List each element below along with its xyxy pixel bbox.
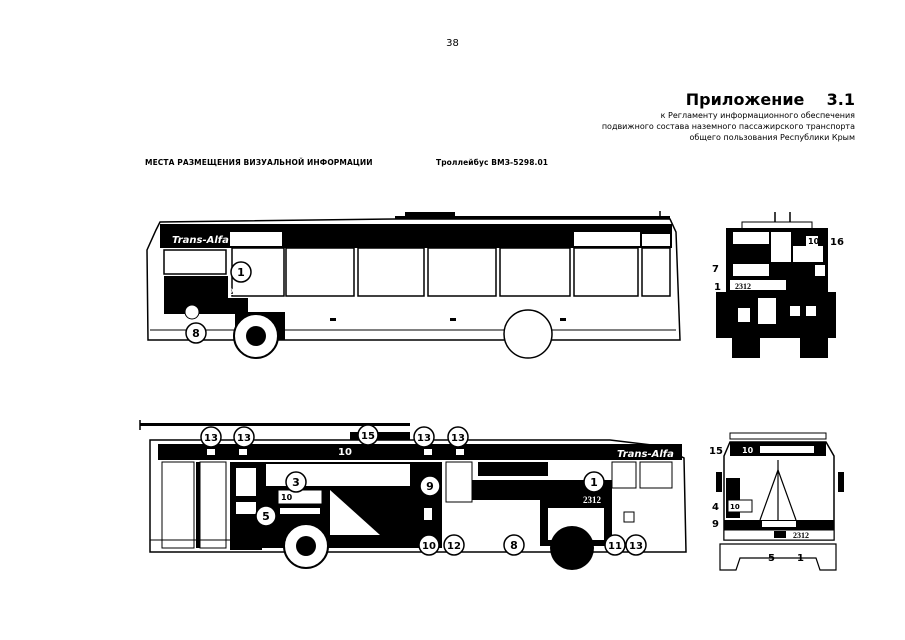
svg-text:11: 11 xyxy=(608,541,622,552)
marker-15: 15 xyxy=(709,446,723,457)
section-label-placement: МЕСТА РАЗМЕЩЕНИЯ ВИЗУАЛЬНОЙ ИНФОРМАЦИИ xyxy=(145,158,373,167)
right-brand-logo-text: Trans-Alfa xyxy=(617,449,674,460)
bus-front-view-upper: 2312 10 xyxy=(716,212,836,358)
right-fleet-number: 2312 xyxy=(583,495,602,505)
bus-front-view-lower: 10 10 2312 xyxy=(716,432,844,571)
marker-10: 10 xyxy=(418,534,440,556)
marker-3: 3 xyxy=(285,471,307,493)
marker-11: 11 xyxy=(604,534,626,556)
marker-13: 13 xyxy=(200,426,222,448)
svg-text:8: 8 xyxy=(510,539,518,552)
marker-9: 9 xyxy=(419,475,441,497)
svg-text:13: 13 xyxy=(629,541,643,552)
front-lower-fleet-number: 2312 xyxy=(793,531,809,540)
marker-4: 4 xyxy=(712,502,719,513)
brand-logo-text: Trans-Alfa xyxy=(172,235,229,246)
section-label-model: Троллейбус ВМЗ-5298.01 xyxy=(436,158,549,167)
svg-text:1: 1 xyxy=(237,266,245,279)
marker-15: 15 xyxy=(357,424,379,446)
marker-8: 8 xyxy=(185,322,207,344)
fleet-number: 2312 xyxy=(229,287,248,297)
marker-9: 9 xyxy=(712,519,719,530)
marker-5: 5 xyxy=(768,553,775,564)
svg-text:13: 13 xyxy=(451,433,465,444)
marker-13: 13 xyxy=(447,426,469,448)
svg-text:10: 10 xyxy=(422,541,436,552)
svg-text:13: 13 xyxy=(204,433,218,444)
bus-right-side-view: 10 10 Trans-Alfa 2312 xyxy=(139,420,687,570)
marker-8: 8 xyxy=(503,534,525,556)
svg-text:5: 5 xyxy=(262,510,270,523)
marker-group-front-lower: 15 4 9 5 1 xyxy=(709,446,804,564)
marker-1: 1 xyxy=(714,282,721,293)
svg-text:15: 15 xyxy=(361,431,375,442)
svg-text:8: 8 xyxy=(192,327,200,340)
marker-13: 13 xyxy=(413,426,435,448)
marker-13: 13 xyxy=(233,426,255,448)
bus-left-side-view: Trans-Alfa 2312 xyxy=(146,211,681,359)
appendix-subtitle: к Регламенту информационного обеспечения… xyxy=(495,110,855,143)
marker-group-right: 13 13 15 13 13 3 9 1 xyxy=(200,424,647,556)
side-route-number: 10 xyxy=(281,493,293,502)
marker-7: 7 xyxy=(712,264,719,275)
appendix-subtitle-line: общего пользования Республики Крым xyxy=(689,133,855,142)
front-route-number: 10 xyxy=(808,237,820,246)
svg-text:12: 12 xyxy=(447,541,461,552)
appendix-subtitle-line: подвижного состава наземного пассажирско… xyxy=(601,122,855,131)
page-number: 38 xyxy=(446,38,459,49)
top-route-number: 10 xyxy=(338,447,352,458)
marker-5: 5 xyxy=(255,505,277,527)
marker-1: 1 xyxy=(797,553,804,564)
marker-1: 1 xyxy=(583,471,605,493)
svg-text:1: 1 xyxy=(590,476,598,489)
appendix-title: Приложение 3.1 xyxy=(685,90,855,109)
appendix-subtitle-line: к Регламенту информационного обеспечения xyxy=(660,111,855,120)
marker-13: 13 xyxy=(625,534,647,556)
marker-1: 1 xyxy=(230,261,252,283)
marker-16: 16 xyxy=(830,237,844,248)
marker-group-front-upper: 16 7 1 xyxy=(712,237,844,293)
svg-text:13: 13 xyxy=(417,433,431,444)
svg-text:13: 13 xyxy=(237,433,251,444)
svg-text:9: 9 xyxy=(426,480,434,493)
front-lower-route-plate: 10 xyxy=(730,503,740,511)
svg-text:3: 3 xyxy=(292,476,300,489)
front-fleet-number: 2312 xyxy=(735,282,751,291)
front-lower-route-number: 10 xyxy=(742,446,754,455)
marker-12: 12 xyxy=(443,534,465,556)
marker-group-left: 1 8 xyxy=(185,261,252,344)
